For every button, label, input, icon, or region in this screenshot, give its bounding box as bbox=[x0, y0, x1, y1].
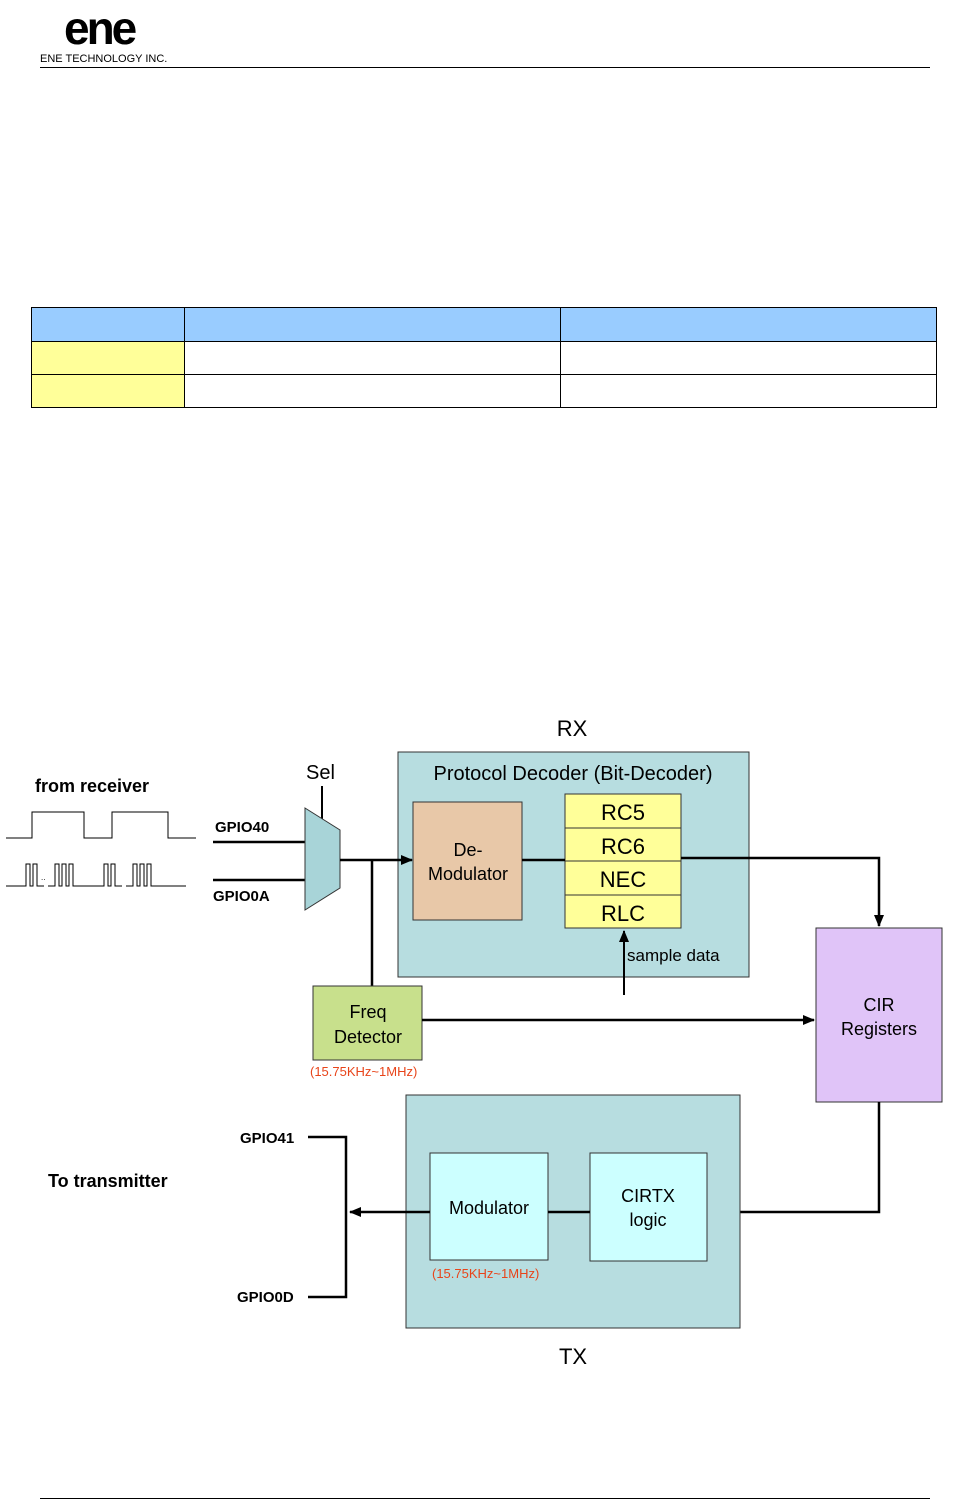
gpio41-label: GPIO41 bbox=[240, 1130, 294, 1147]
protocol-rc6-label: RC6 bbox=[601, 834, 645, 859]
waveform-dots: .. bbox=[41, 873, 45, 882]
table-header-row bbox=[31, 307, 937, 342]
freq-detector-label-line1: Freq bbox=[349, 1002, 386, 1022]
cir-registers-label-line2: Registers bbox=[841, 1019, 917, 1039]
table-cell bbox=[560, 374, 937, 408]
gpio40-label: GPIO40 bbox=[215, 819, 269, 836]
protocol-rc5-label: RC5 bbox=[601, 800, 645, 825]
modulator-label: Modulator bbox=[449, 1198, 529, 1218]
table-header-cell bbox=[31, 307, 185, 342]
mux-shape bbox=[304, 807, 341, 911]
demodulator-box bbox=[412, 801, 523, 921]
protocol-rlc-label: RLC bbox=[601, 901, 645, 926]
cir-block-diagram: RX Protocol Decoder (Bit-Decoder) De- Mo… bbox=[6, 716, 943, 1369]
cir-registers-box bbox=[815, 927, 943, 1103]
sample-data-label: sample data bbox=[627, 946, 720, 965]
cir-registers-label-line1: CIR bbox=[864, 995, 895, 1015]
rx-label: RX bbox=[557, 716, 588, 741]
protocol-rc6-box bbox=[564, 827, 682, 862]
modulator-box bbox=[429, 1152, 549, 1261]
sel-label: Sel bbox=[306, 762, 335, 784]
protocol-to-cir-arrow bbox=[681, 856, 884, 927]
cirtx-logic-label-line1: CIRTX bbox=[621, 1186, 675, 1206]
header-rule bbox=[40, 67, 930, 68]
table-row bbox=[31, 374, 937, 408]
demodulator-label-line2: Modulator bbox=[428, 864, 508, 884]
logo-text: ene bbox=[64, 10, 137, 50]
receiver-waveform-square bbox=[6, 811, 196, 839]
cirtx-logic-box bbox=[589, 1152, 708, 1262]
protocol-rc5-box bbox=[564, 793, 682, 829]
modulator-range-label: (15.75KHz~1MHz) bbox=[432, 1266, 539, 1281]
ene-logo: ene bbox=[64, 10, 140, 50]
cirtx-logic-label-line2: logic bbox=[629, 1210, 666, 1230]
gpio0a-label: GPIO0A bbox=[213, 888, 270, 905]
from-receiver-label: from receiver bbox=[35, 776, 149, 796]
tx-label: TX bbox=[559, 1344, 587, 1369]
freq-range-label: (15.75KHz~1MHz) bbox=[310, 1064, 417, 1079]
table-cell bbox=[184, 374, 561, 408]
output-bracket bbox=[308, 1135, 348, 1299]
freq-detector-box bbox=[312, 985, 423, 1061]
table-header-cell bbox=[184, 307, 561, 342]
table-cell bbox=[31, 341, 185, 375]
table-row bbox=[31, 341, 937, 375]
spec-table bbox=[31, 307, 937, 408]
gpio0d-label: GPIO0D bbox=[237, 1289, 294, 1306]
demodulator-label-line1: De- bbox=[453, 840, 482, 860]
freq-detector-label-line2: Detector bbox=[334, 1027, 402, 1047]
protocol-nec-label: NEC bbox=[600, 867, 647, 892]
receiver-waveform-modulated bbox=[6, 863, 186, 887]
table-cell bbox=[184, 341, 561, 375]
table-cell bbox=[560, 341, 937, 375]
protocol-rlc-box bbox=[564, 894, 682, 929]
cir-to-cirtx-arrow bbox=[708, 1102, 881, 1217]
footer-rule bbox=[40, 1498, 930, 1499]
protocol-decoder-label: Protocol Decoder (Bit-Decoder) bbox=[434, 763, 713, 785]
table-cell bbox=[31, 374, 185, 408]
protocol-nec-box bbox=[564, 860, 682, 896]
table-header-cell bbox=[560, 307, 937, 342]
company-name: ENE TECHNOLOGY INC. bbox=[40, 53, 168, 65]
to-transmitter-label: To transmitter bbox=[48, 1171, 168, 1191]
